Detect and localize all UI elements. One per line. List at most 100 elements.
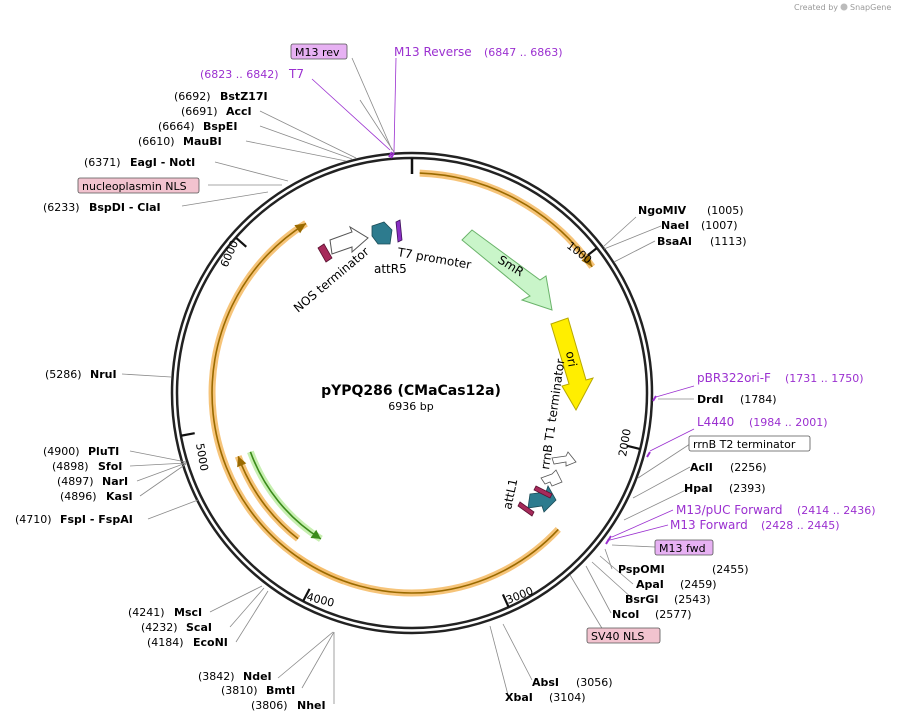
crimson-marker <box>533 485 553 499</box>
primer-label-m13-fwd: M13 fwd <box>659 542 706 555</box>
cds-arc-top <box>419 172 593 268</box>
site-pos-pspomi: (2455) <box>712 563 749 576</box>
site-name-ncoi: NcoI <box>612 608 639 621</box>
site-name-sfoi: SfoI <box>98 460 122 473</box>
attr5-teal-arrow <box>371 221 393 245</box>
site-pos-bspdi-clai: (6233) <box>43 201 80 214</box>
site-pos-scai: (4232) <box>141 621 178 634</box>
green-arc <box>249 451 322 540</box>
snapgene-logo-icon <box>840 3 848 11</box>
feature-label-attl1: attL1 <box>500 477 520 510</box>
site-name-hpai: HpaI <box>684 482 713 495</box>
cds-arc-small-glow <box>234 455 301 542</box>
primer-mark <box>646 451 651 458</box>
site-name-pluti: PluTI <box>88 445 119 458</box>
ori-feature-arrow <box>550 317 594 412</box>
crimson-marker <box>517 501 535 517</box>
site-pos-sfoi: (4898) <box>52 460 89 473</box>
primer-mark <box>605 538 610 545</box>
nos-terminator-arrow <box>329 225 369 255</box>
tick-mark <box>501 593 510 608</box>
feature-label-rrnb-t1: rrnB T1 terminator <box>538 358 567 471</box>
site-pos-pluti: (4900) <box>43 445 80 458</box>
primer-mark <box>388 151 393 158</box>
site-pos-hpai: (2393) <box>729 482 766 495</box>
primer-range-pbr322ori-f: (1731 .. 1750) <box>785 372 864 385</box>
cds-arc-small-arrowhead <box>237 456 247 468</box>
primer-range-m13-puc-forward: (2414 .. 2436) <box>797 504 876 517</box>
feature-label-rrnb-t2: rrnB T2 terminator <box>693 438 796 451</box>
cds-arc-small <box>237 456 299 540</box>
primer-box-m13-rev <box>290 43 348 60</box>
site-pos-naei: (1007) <box>701 219 738 232</box>
primer-label-m13-puc-forward: M13/pUC Forward <box>676 503 783 517</box>
site-pos-kasi: (4896) <box>60 490 97 503</box>
site-name-kasi: KasI <box>106 490 133 503</box>
site-name-bspei: BspEI <box>203 120 237 133</box>
brand-text: SnapGene <box>850 3 891 12</box>
feature-label-t7-promoter: T7 promoter <box>395 245 472 272</box>
feature-label-sv40-nls: SV40 NLS <box>591 630 644 643</box>
nls-marker <box>317 243 333 263</box>
backbone-outer-ring <box>170 151 654 635</box>
primer-label-l4440: L4440 <box>697 415 734 429</box>
site-pos-bmti: (3810) <box>221 684 258 697</box>
primer-label-m13-forward: M13 Forward <box>670 518 748 532</box>
site-pos-bsrgi: (2543) <box>674 593 711 606</box>
site-name-bstz17i: BstZ17I <box>220 90 268 103</box>
site-name-bmti: BmtI <box>266 684 295 697</box>
site-name-apai: ApaI <box>636 578 664 591</box>
site-pos-bstz17i: (6692) <box>174 90 211 103</box>
site-pos-nari: (4897) <box>57 475 94 488</box>
site-pos-xbai: (3104) <box>549 691 586 704</box>
feature-box-sv40-nls <box>586 627 661 644</box>
primer-label-m13-reverse: M13 Reverse <box>394 45 472 59</box>
feature-box-nucleoplasmin-nls <box>77 177 200 194</box>
site-name-econi: EcoNI <box>193 636 228 649</box>
site-name-fspi: FspI - FspAI <box>60 513 133 526</box>
smr-feature-arrow <box>461 229 553 311</box>
site-pos-ndei: (3842) <box>198 670 235 683</box>
primer-range-m13-forward: (2428 .. 2445) <box>761 519 840 532</box>
site-pos-fspi: (4710) <box>15 513 52 526</box>
cds-arc-top-arrowhead <box>581 254 593 267</box>
terminator-arrow <box>540 469 563 487</box>
site-pos-nrui: (5286) <box>45 368 82 381</box>
primer-mark <box>390 152 395 159</box>
site-name-nrui: NruI <box>90 368 117 381</box>
site-pos-msci: (4241) <box>128 606 165 619</box>
site-pos-ngomiv: (1005) <box>707 204 744 217</box>
tick-label: 6000 <box>218 238 241 269</box>
site-name-msci: MscI <box>174 606 202 619</box>
cds-arc-left <box>211 222 344 582</box>
site-pos-nhei: (3806) <box>251 699 288 712</box>
credit-text: Created by <box>794 3 838 12</box>
features-layer <box>208 151 657 597</box>
primer-label-m13-rev: M13 rev <box>295 46 340 59</box>
site-name-absi: AbsI <box>532 676 559 689</box>
site-name-acci: AccI <box>226 105 252 118</box>
leaders-layer <box>121 57 695 704</box>
feature-label-nos-terminator: NOS terminator <box>291 244 372 315</box>
site-pos-bspei: (6664) <box>158 120 195 133</box>
site-pos-eagi-noti: (6371) <box>84 156 121 169</box>
green-arc-arrowhead <box>310 529 321 539</box>
site-name-naei: NaeI <box>661 219 689 232</box>
site-name-nari: NarI <box>102 475 128 488</box>
site-name-acli: AclI <box>690 461 713 474</box>
t7-promoter-marker <box>395 219 403 243</box>
site-pos-acci: (6691) <box>181 105 218 118</box>
site-pos-drdi: (1784) <box>740 393 777 406</box>
site-pos-bsaai: (1113) <box>710 235 747 248</box>
primer-range-l4440: (1984 .. 2001) <box>749 416 828 429</box>
site-pos-econi: (4184) <box>147 636 184 649</box>
cds-arc-left-arrowhead <box>294 223 307 234</box>
site-name-drdi: DrdI <box>697 393 724 406</box>
tick-label: 5000 <box>193 442 211 472</box>
primer-range-t7: (6823 .. 6842) <box>200 68 279 81</box>
site-name-maubi: MauBI <box>183 135 222 148</box>
feature-label-attr5: attR5 <box>374 262 407 276</box>
tick-mark <box>180 432 195 437</box>
tick-label: 4000 <box>305 590 335 609</box>
